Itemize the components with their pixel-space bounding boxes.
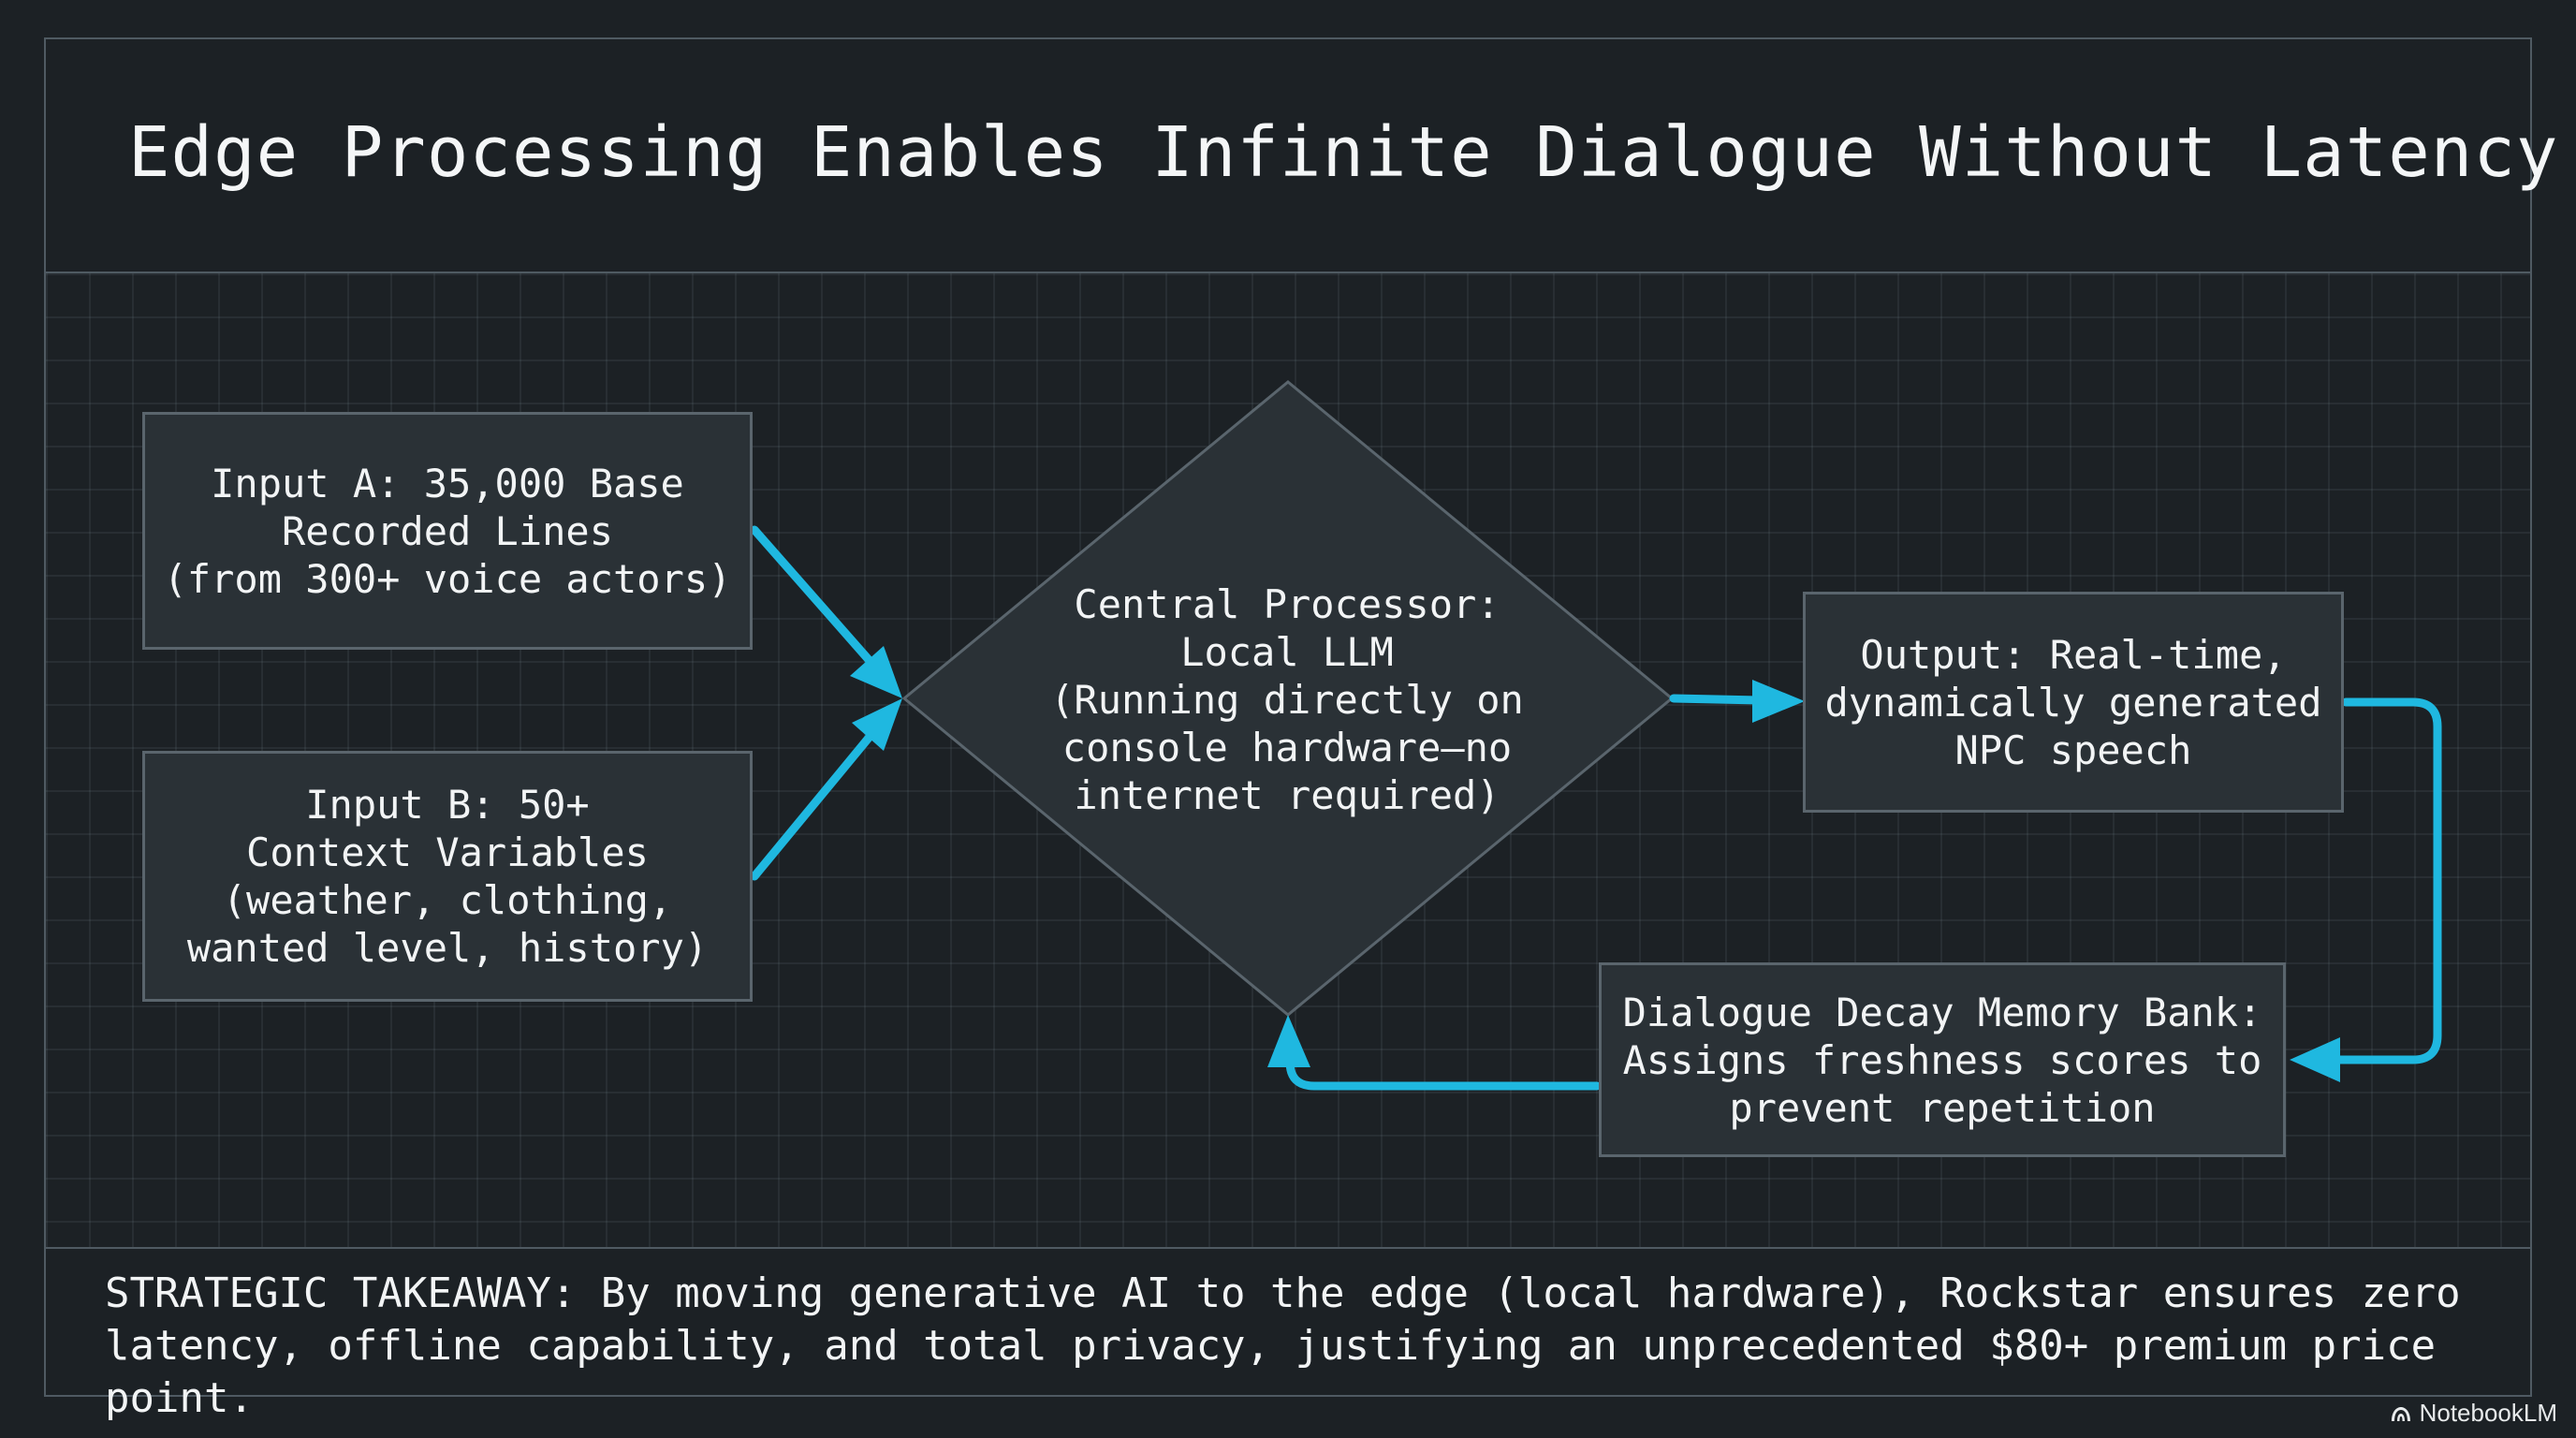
slide-frame	[44, 37, 2532, 1397]
arrow-processor-to-output	[1669, 680, 1805, 723]
arrow-input-a-to-processor	[750, 525, 902, 698]
output-node: Output: Real-time, dynamically generated…	[1803, 592, 2344, 813]
processor-node-label: Central Processor: Local LLM (Running di…	[1050, 581, 1524, 818]
arrow-input-b-to-processor	[750, 698, 902, 881]
slide-title: Edge Processing Enables Infinite Dialogu…	[128, 112, 2559, 193]
arrow-output-to-memory	[2290, 697, 2442, 1082]
takeaway-bar	[44, 1247, 2532, 1397]
input-b-node: Input B: 50+ Context Variables (weather,…	[142, 751, 753, 1002]
brand-label: NotebookLM	[2419, 1399, 2557, 1427]
brand-watermark: NotebookLM	[2390, 1399, 2557, 1428]
memory-bank-node: Dialogue Decay Memory Bank: Assigns fres…	[1599, 962, 2286, 1157]
arrow-memory-to-processor	[1267, 1015, 1602, 1091]
title-bar	[44, 37, 2532, 273]
notebooklm-logo-icon	[2391, 1406, 2410, 1421]
input-a-node: Input A: 35,000 Base Recorded Lines (fro…	[142, 412, 753, 650]
strategic-takeaway: STRATEGIC TAKEAWAY: By moving generative…	[105, 1269, 2461, 1422]
